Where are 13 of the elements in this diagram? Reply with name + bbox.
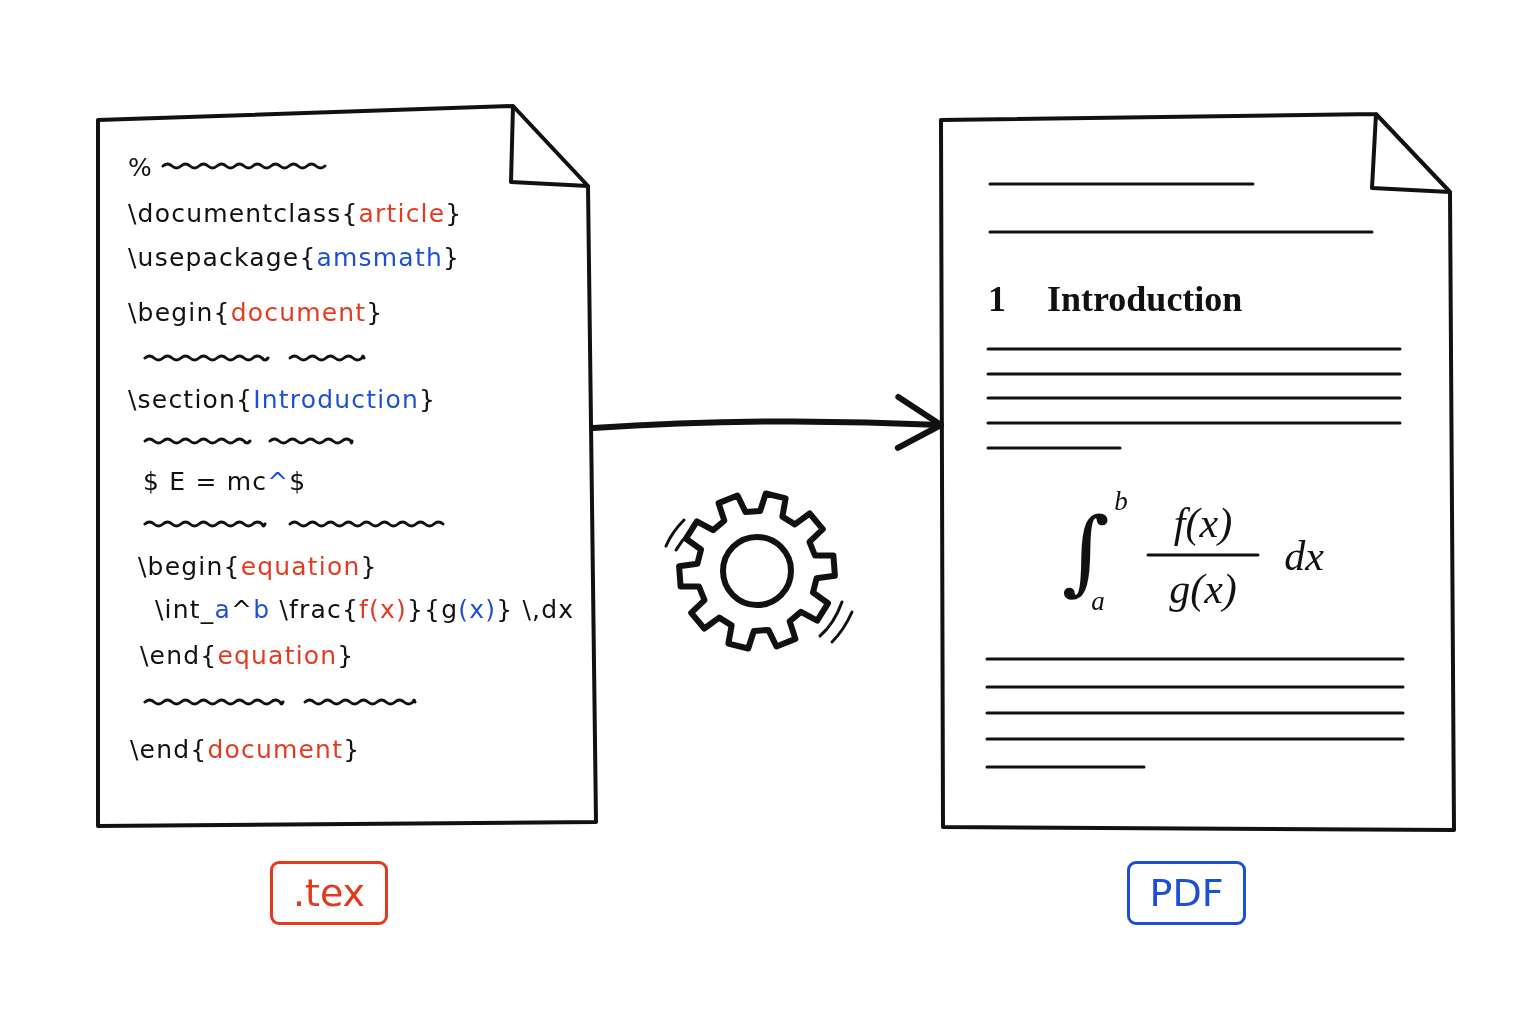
- section-number: 1: [988, 279, 1006, 321]
- numerator: f(x): [1173, 502, 1233, 544]
- section-title: Introduction: [1047, 279, 1243, 321]
- pdf-document: [937, 110, 1458, 834]
- differential: dx: [1284, 535, 1324, 577]
- denominator: g(x): [1169, 568, 1237, 610]
- arrow: [590, 394, 944, 452]
- comment-sign: %: [128, 153, 153, 183]
- file-type-tag: .tex: [270, 861, 388, 925]
- source-document: [94, 102, 600, 830]
- upper-limit: b: [1114, 487, 1128, 515]
- file-type-tag: PDF: [1127, 861, 1246, 925]
- integral-sign: ∫: [1062, 506, 1110, 598]
